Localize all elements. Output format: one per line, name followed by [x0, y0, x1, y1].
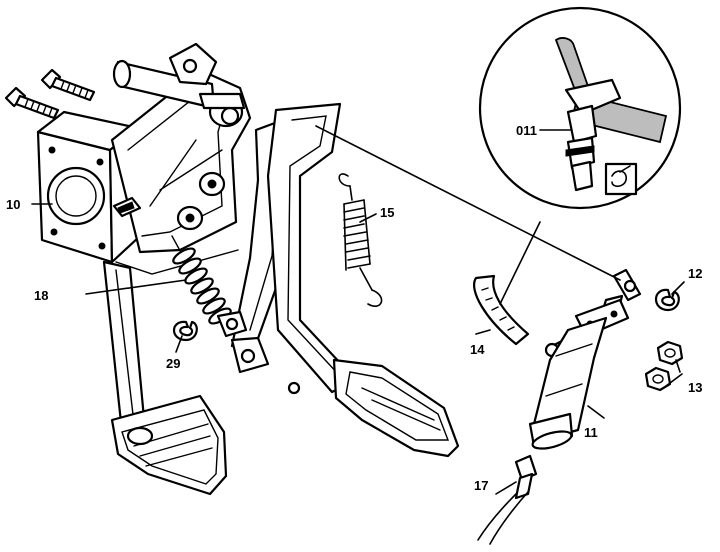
pushrod-alignment-line: [315, 125, 621, 281]
pedal-bracket: [36, 42, 252, 275]
label-011: 011: [516, 123, 537, 138]
nuts-13: [644, 340, 684, 392]
leader-lines: [31, 129, 685, 495]
circlip-29: [172, 320, 198, 342]
hose-14: [473, 274, 530, 346]
label-15: 15: [380, 205, 394, 220]
accelerator-pedal: [266, 102, 460, 458]
label-13: 13: [688, 380, 702, 395]
circlip-12: [654, 288, 680, 312]
callout-labels: 10 11 12 13 14 15 17 18 29 011: [6, 123, 702, 493]
label-10: 10: [6, 197, 20, 212]
mounting-bolts: [4, 68, 96, 120]
label-14: 14: [470, 342, 485, 357]
pipe-17: [477, 454, 538, 545]
label-17: 17: [474, 478, 488, 493]
bolt-lower: [4, 86, 60, 120]
label-18: 18: [34, 288, 48, 303]
label-12: 12: [688, 266, 702, 281]
clip-tool-icon: [604, 162, 638, 196]
tension-spring-15: [338, 173, 383, 307]
label-11: 11: [584, 425, 598, 440]
bolt-upper: [40, 68, 96, 102]
detail-callout-011: [478, 6, 682, 305]
master-cylinder-11: [528, 268, 642, 450]
assist-spring-18: [171, 235, 248, 338]
clutch-pedal: [102, 260, 228, 496]
label-29: 29: [166, 356, 180, 371]
